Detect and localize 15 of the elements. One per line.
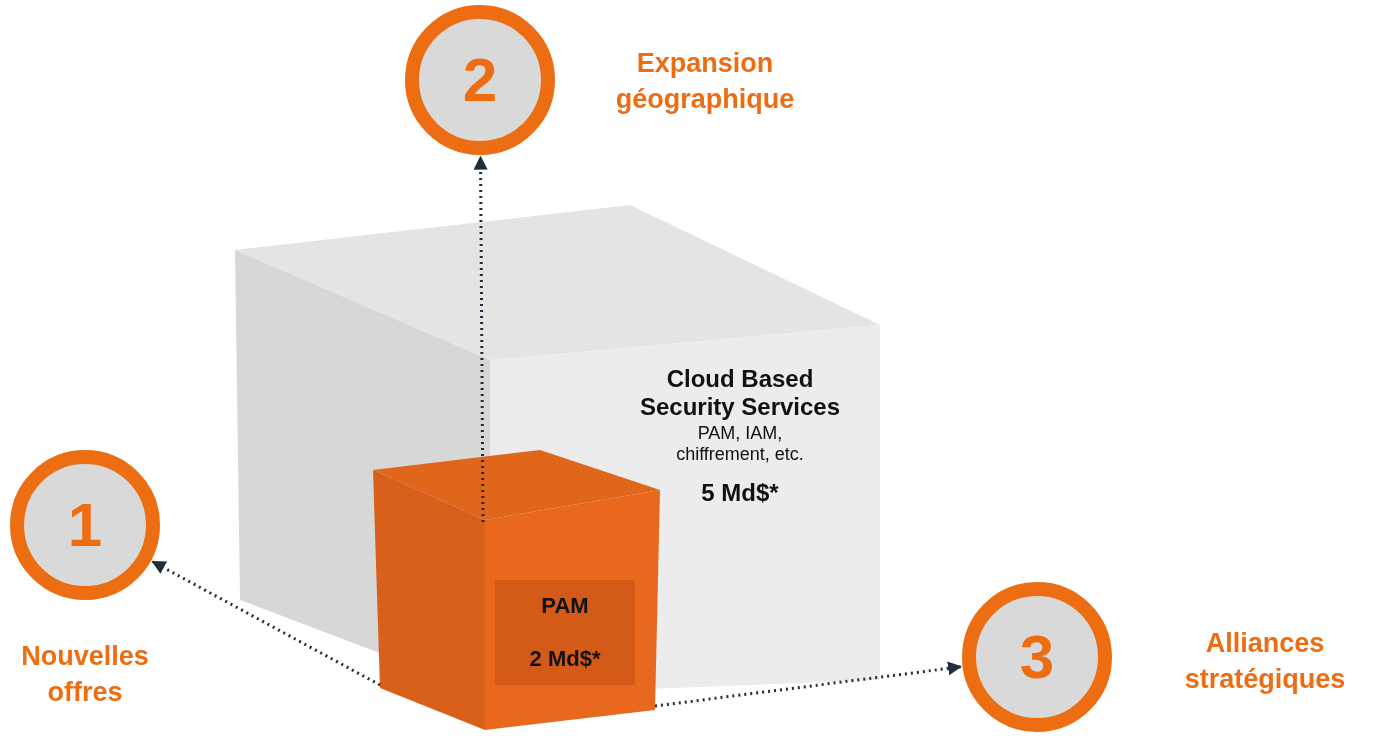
value-text: 5 Md$* [701, 479, 779, 507]
value-text: PAM [541, 593, 589, 620]
node-text: PAM, IAM, chiffrement, etc. [675, 423, 805, 465]
axis-label: Alliances stratégiques [1183, 627, 1347, 697]
step-number: 3 [1019, 626, 1055, 688]
value-text: 2 Md$* [529, 645, 601, 672]
arrow [473, 155, 488, 522]
arrow [151, 560, 381, 687]
step-number: 1 [67, 494, 103, 556]
arrow [654, 661, 962, 708]
node-heading: Cloud Based Security Services [638, 365, 842, 421]
axis-label: Expansion géographique [614, 47, 796, 117]
step-number: 2 [462, 49, 498, 111]
cube-drawing [373, 448, 663, 732]
axis-label: Nouvelles offres [20, 640, 150, 710]
